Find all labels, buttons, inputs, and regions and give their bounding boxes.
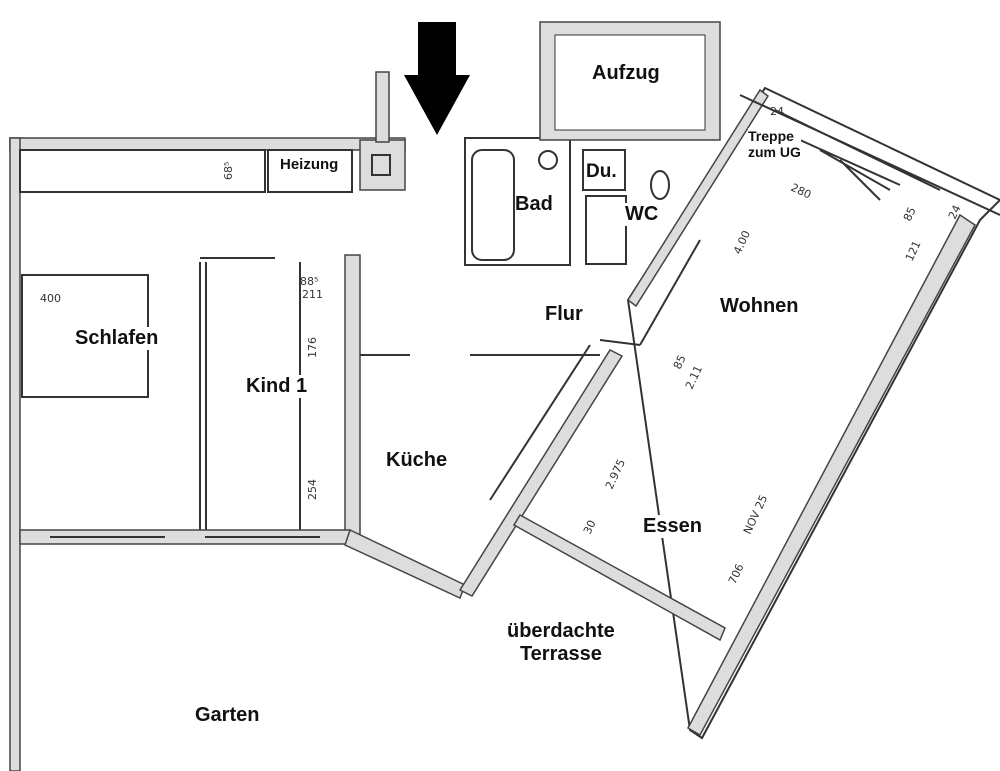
dimension-labels: 400 68⁵ 88⁵ 211 176 254 280 4.00 85 121 … [40, 105, 964, 586]
room-label-bad: Bad [515, 193, 553, 216]
svg-text:211: 211 [302, 288, 323, 301]
room-label-heizung: Heizung [280, 156, 339, 174]
room-label-essen: Essen [643, 515, 702, 538]
room-label-flur: Flur [545, 303, 583, 326]
svg-text:400: 400 [40, 292, 61, 305]
svg-text:NOV 25: NOV 25 [741, 493, 770, 536]
svg-text:4.00: 4.00 [731, 229, 753, 257]
svg-text:280: 280 [789, 181, 814, 202]
walls [9, 21, 1000, 771]
room-label-kind1: Kind 1 [246, 375, 308, 398]
room-label-aufzug: Aufzug [592, 62, 660, 85]
svg-text:2.11: 2.11 [683, 364, 705, 392]
svg-text:2.975: 2.975 [603, 457, 628, 491]
svg-text:24: 24 [946, 203, 964, 221]
svg-text:85: 85 [671, 353, 689, 371]
svg-text:24: 24 [770, 105, 784, 118]
room-label-garten: Garten [195, 704, 260, 727]
svg-text:30: 30 [581, 518, 599, 536]
room-label-wohnen: Wohnen [720, 295, 799, 318]
svg-text:254: 254 [306, 479, 319, 500]
svg-text:68⁵: 68⁵ [222, 162, 235, 180]
svg-text:121: 121 [903, 239, 924, 264]
room-label-treppe: Treppe zum UG [748, 128, 801, 161]
room-label-dusche: Du. [586, 161, 617, 183]
room-label-terrasse: überdachte Terrasse [507, 620, 615, 666]
room-label-wc: WC [625, 203, 659, 226]
room-label-kueche: Küche [386, 449, 448, 472]
arrow-down-icon [404, 22, 470, 135]
room-label-schlafen: Schlafen [75, 327, 159, 350]
svg-text:176: 176 [306, 337, 319, 358]
svg-text:88⁵: 88⁵ [300, 275, 318, 288]
svg-text:85: 85 [901, 205, 919, 223]
svg-text:706: 706 [726, 562, 747, 587]
